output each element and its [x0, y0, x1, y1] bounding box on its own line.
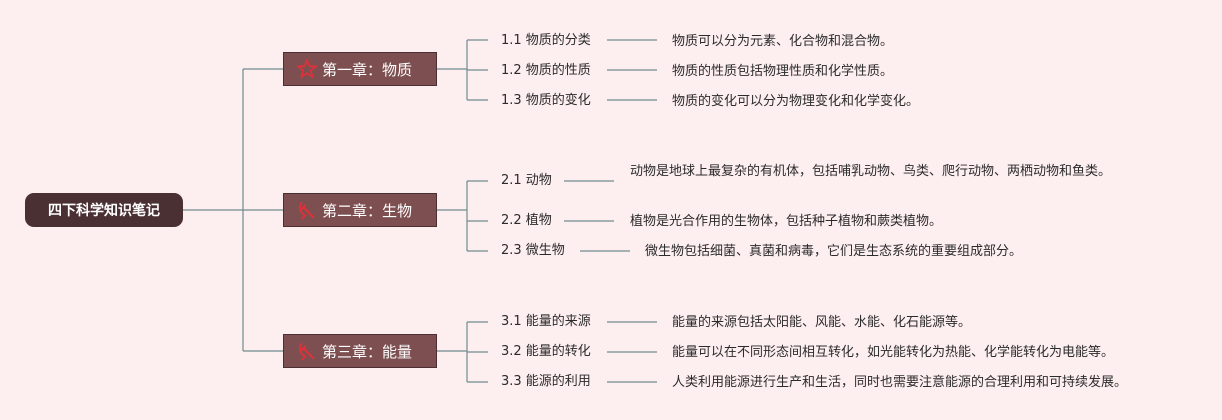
- section-label[interactable]: 2.3 微生物: [501, 243, 565, 258]
- chapter-node-1[interactable]: 第一章：物质: [283, 52, 437, 86]
- section-label[interactable]: 2.2 植物: [501, 213, 552, 228]
- section-description: 人类利用能源进行生产和生活，同时也需要注意能源的合理利用和可持续发展。: [672, 375, 1128, 390]
- section-label[interactable]: 3.1 能量的来源: [501, 314, 591, 329]
- section-label[interactable]: 3.2 能量的转化: [501, 344, 591, 359]
- chapter-node-2[interactable]: 第二章：生物: [283, 193, 437, 227]
- root-node[interactable]: 四下科学知识笔记: [25, 193, 183, 227]
- section-label[interactable]: 1.3 物质的变化: [501, 93, 591, 108]
- section-description: 动物是地球上最复杂的有机体，包括哺乳动物、鸟类、爬行动物、两栖动物和鱼类。: [630, 164, 1112, 179]
- chapter-node-3[interactable]: 第三章：能量: [283, 334, 437, 368]
- section-label[interactable]: 1.1 物质的分类: [501, 33, 591, 48]
- section-description: 物质的性质包括物理性质和化学性质。: [672, 64, 894, 79]
- section-description: 物质可以分为元素、化合物和混合物。: [672, 34, 894, 49]
- section-description: 能量可以在不同形态间相互转化，如光能转化为热能、化学能转化为电能等。: [672, 345, 1115, 360]
- star-icon: [296, 58, 318, 80]
- section-label[interactable]: 3.3 能源的利用: [501, 374, 591, 389]
- chapter-title: 第一章：物质: [322, 60, 413, 79]
- section-description: 植物是光合作用的生物体，包括种子植物和蕨类植物。: [630, 214, 943, 229]
- chapter-title: 第二章：生物: [322, 201, 413, 220]
- section-description: 物质的变化可以分为物理变化和化学变化。: [672, 94, 920, 109]
- section-label[interactable]: 2.1 动物: [501, 173, 552, 188]
- hammer-sickle-icon: [296, 340, 318, 362]
- section-label[interactable]: 1.2 物质的性质: [501, 63, 591, 78]
- hammer-sickle-icon: [296, 199, 318, 221]
- section-description: 微生物包括细菌、真菌和病毒，它们是生态系统的重要组成部分。: [645, 244, 1023, 259]
- chapter-title: 第三章：能量: [322, 342, 413, 361]
- root-title: 四下科学知识笔记: [48, 203, 160, 219]
- section-description: 能量的来源包括太阳能、风能、水能、化石能源等。: [672, 315, 972, 330]
